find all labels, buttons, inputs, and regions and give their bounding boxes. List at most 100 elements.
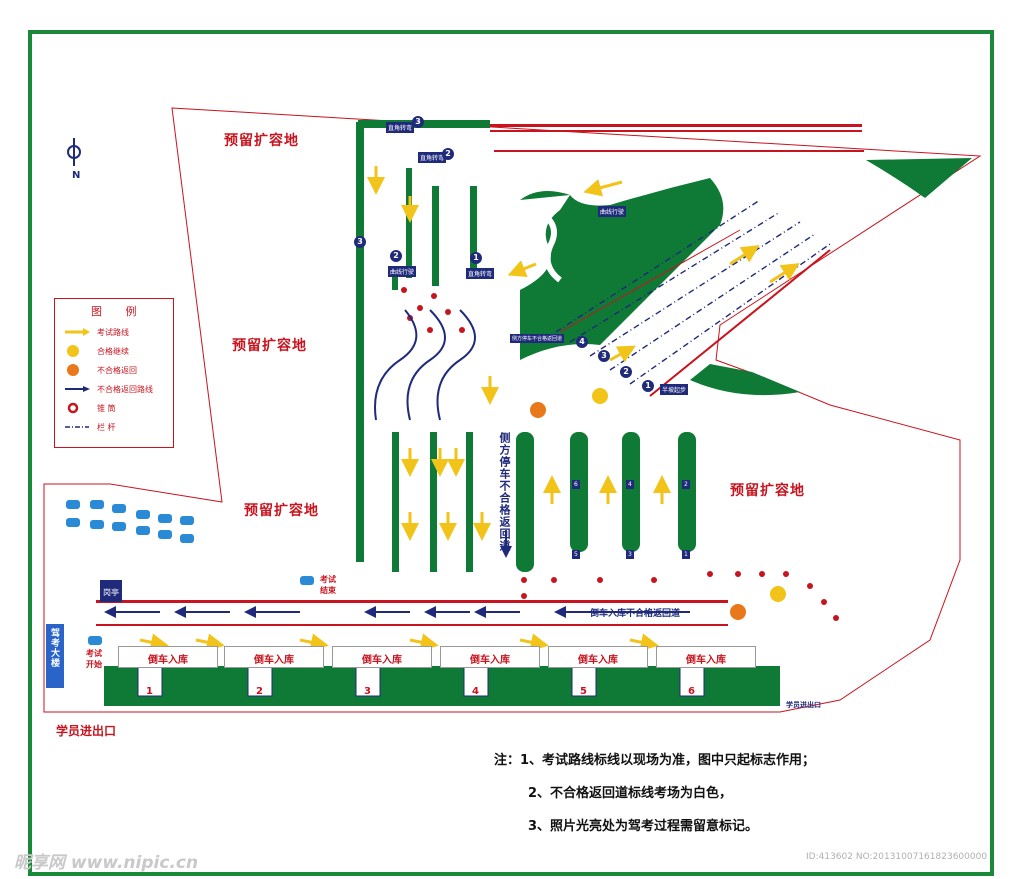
reserved-land-label: 预留扩容地	[224, 133, 299, 149]
reverse-bay: 倒车入库	[440, 646, 540, 668]
curve-green	[520, 178, 724, 360]
smile-face-2	[770, 586, 786, 602]
sad-face-2	[730, 604, 746, 620]
top-road-red	[490, 124, 862, 127]
slope-redline2	[559, 229, 741, 333]
right-angle-number: 3	[412, 116, 424, 128]
curve-white	[534, 207, 562, 283]
slope-lanes	[555, 199, 831, 385]
side-park-number: 3	[626, 550, 634, 559]
parked-cars	[66, 500, 314, 645]
slope-start-sign: 半坡起步	[660, 384, 689, 395]
building	[46, 624, 64, 688]
strip-6	[430, 432, 437, 572]
bottom-green-bar	[104, 666, 780, 706]
legend-item: 锥 筒	[63, 401, 116, 415]
student-gate-small-label: 学员进出口	[786, 701, 821, 709]
smile-face-1	[592, 388, 608, 404]
booth-label: 岗亭	[101, 586, 121, 599]
student-gate-label: 学员进出口	[56, 724, 117, 738]
legend-item: 不合格返回路线	[63, 382, 153, 396]
reverse-bay: 倒车入库	[656, 646, 756, 668]
right-angle-number: 3	[354, 236, 366, 248]
top-road-green	[358, 120, 490, 128]
side-park-col-b	[570, 432, 588, 552]
reverse-bay: 倒车入库	[118, 646, 218, 668]
top-road-red3	[494, 150, 864, 152]
green-triangle-top	[866, 158, 972, 198]
bay-number: 1	[146, 686, 153, 697]
bay-number: 3	[364, 686, 371, 697]
side-park-number: 2	[682, 480, 690, 489]
cones	[401, 287, 839, 621]
side-park-col-c	[622, 432, 640, 552]
note-line: 2、不合格返回道标线考场为白色，	[528, 786, 733, 801]
watermark-right: ID:413602 NO:20131007161823600000	[806, 852, 988, 862]
s-curve	[374, 309, 476, 421]
legend-item: 栏 杆	[63, 420, 116, 434]
note-line: 注：1、考试路线标线以现场为准，图中只起标志作用；	[494, 753, 816, 768]
side-park-number: 4	[626, 480, 634, 489]
return-arrows	[104, 530, 690, 618]
bay-number: 5	[580, 686, 587, 697]
right-angle-number: 2	[442, 148, 454, 160]
side-park-return-label: 侧方停车不合格返回道	[498, 432, 511, 552]
right-angle-number: 1	[470, 252, 482, 264]
smile-face-icon	[63, 344, 91, 358]
reserved-land-label: 预留扩容地	[232, 338, 307, 354]
exam-end-label: 考试 结束	[320, 575, 336, 595]
left-vertical-road	[356, 122, 364, 562]
blue-arrow-icon	[63, 382, 91, 396]
bay-number: 2	[256, 686, 263, 697]
bay-posts	[137, 665, 705, 697]
bottom-red-bar	[96, 600, 728, 603]
red-cone-icon	[63, 401, 91, 415]
note-line: 3、照片光亮处为驾考过程需留意标记。	[528, 819, 759, 834]
reverse-bay: 倒车入库	[332, 646, 432, 668]
strip-7	[466, 432, 473, 572]
right-angle-sign: 直角转弯	[386, 122, 415, 133]
side-park-col-a	[516, 432, 534, 572]
side-park-sign: 侧方停车不合格返回道	[510, 334, 565, 343]
legend-title: 图 例	[91, 305, 147, 318]
legend-item: 考试路线	[63, 325, 129, 339]
yellow-arrow-icon	[63, 325, 91, 339]
curve-sign: 曲线行驶	[388, 266, 417, 277]
legend-item: 合格继续	[63, 344, 129, 358]
right-angle-sign: 直角转弯	[418, 152, 447, 163]
slope-number: 2	[620, 366, 632, 378]
notes: 注：1、考试路线标线以现场为准，图中只起标志作用； 2、不合格返回道标线考场为白…	[494, 749, 815, 848]
sad-face-1	[530, 402, 546, 418]
dash-dot-line-icon	[63, 420, 91, 434]
building-label: 驾考大楼	[49, 628, 59, 668]
side-park-col-d	[678, 432, 696, 552]
side-park-number: 1	[682, 550, 690, 559]
site-boundary	[43, 107, 982, 713]
exam-arrows	[139, 166, 800, 652]
side-park-number: 6	[572, 480, 580, 489]
slope-number: 3	[598, 350, 610, 362]
slope-number: 4	[576, 336, 588, 348]
north-label: N	[72, 170, 81, 181]
watermark-left: 昵享网 www.nipic.cn	[14, 853, 199, 873]
strip-2	[406, 168, 412, 278]
sad-face-icon	[63, 363, 91, 377]
slope-redline	[649, 249, 831, 397]
strip-3	[432, 186, 439, 286]
reserved-land-label: 预留扩容地	[730, 483, 805, 499]
reverse-bay: 倒车入库	[548, 646, 648, 668]
green-ramp-bottom	[690, 364, 800, 396]
reverse-return-label: 倒车入库不合格返回道	[590, 609, 681, 619]
strip-5	[392, 432, 399, 572]
map-frame	[28, 30, 994, 876]
right-angle-sign: 直角转弯	[466, 268, 495, 279]
curve-sign: 曲线行驶	[598, 206, 627, 217]
legend-item: 不合格返回	[63, 363, 137, 377]
reserved-land-label: 预留扩容地	[244, 503, 319, 519]
exam-start-label: 考试 开始	[86, 649, 102, 669]
legend: 图 例 考试路线 合格继续 不合格返回 不合格返回路线 锥 筒 栏 杆	[54, 298, 174, 448]
reverse-bay: 倒车入库	[224, 646, 324, 668]
strip-1	[392, 272, 398, 290]
top-road-red2	[490, 130, 862, 132]
bottom-red-bar2	[96, 624, 728, 626]
